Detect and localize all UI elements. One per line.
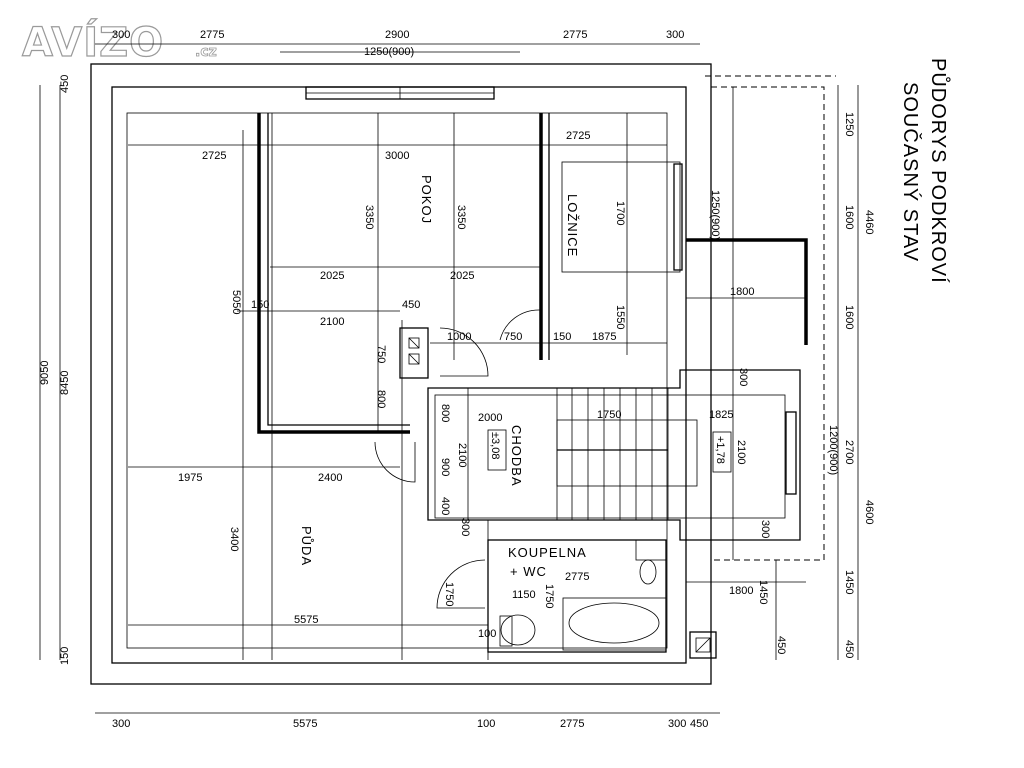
label-chodba: CHODBA [509,425,524,487]
avizo-logo: AVÍZO .cz [21,17,217,66]
dimension-label: 9050 [39,361,51,385]
loznice-frame [561,161,808,345]
label-loznice: LOŽNICE [565,194,580,257]
dimension-label: 2400 [318,472,342,484]
label-pokoj: POKOJ [419,175,434,224]
dimension-label: 1550 [614,305,626,329]
doors [374,309,541,609]
dimension-label: 1000 [447,331,471,343]
dimension-label: 3000 [385,150,409,162]
dimension-label: 100 [478,628,496,640]
dimension-label: 150 [59,647,71,665]
dimension-label: 2725 [202,150,226,162]
dimension-label: 300 [668,718,686,730]
dimension-label: 1800 [729,585,753,597]
staircase [556,388,698,520]
dimension-label: 300 [112,29,130,41]
dimension-label: 450 [402,299,420,311]
title-line-2: SOUČASNÝ STAV [899,82,922,262]
dimension-label: 1450 [843,570,855,594]
dimension-label: 1700 [614,201,626,225]
dimension-label: 450 [690,718,708,730]
logo-suffix: .cz [195,44,217,60]
dimension-label: 2775 [560,718,584,730]
logo-text: AVÍZO [22,18,164,66]
dimension-label: 450 [775,636,787,654]
dimension-label: 5575 [293,718,317,730]
dimension-label: 5050 [230,290,242,314]
dimension-label: 2100 [735,440,747,464]
dimension-label: 1250(900) [709,190,721,240]
dimension-label: 150 [553,331,571,343]
label-puda: PŮDA [299,526,314,566]
dimension-label: 2725 [566,130,590,142]
dimension-label: 5575 [294,614,318,626]
dimension-label: 2900 [385,29,409,41]
level-right: +1,78 [714,436,726,464]
dimension-label: 1250(900) [364,46,414,58]
chodba-core [399,327,801,541]
label-wc: + WC [510,564,547,579]
dimension-label: 2775 [200,29,224,41]
dimension-label: 1600 [843,305,855,329]
top-dimensions: 300 2775 2900 2775 300 1250(900) [112,29,684,58]
dimension-lines [39,43,859,714]
dimension-label: 8450 [59,371,71,395]
dimension-label: 1975 [178,472,202,484]
dimension-label: 2700 [843,440,855,464]
dimension-label: 450 [843,640,855,658]
dimension-label: 1750 [597,409,621,421]
dimension-label: 3350 [363,205,375,229]
chimney [689,631,717,659]
dimension-label: 2100 [456,443,468,467]
dimension-label: 4460 [863,210,875,234]
top-window [305,86,495,100]
inner-dimensions: 2725 3000 2725 3350 3350 1700 2025 2025 … [178,130,787,654]
dimension-label: 4600 [863,500,875,524]
bottom-dimensions: 300 5575 100 2775 300 450 [112,718,708,730]
dimension-label: 800 [439,404,451,422]
dimension-label: 2025 [320,270,344,282]
dimension-label: 800 [375,390,387,408]
dimension-label: 1150 [512,589,536,601]
dimension-label: 300 [737,368,749,386]
dimension-label: 1200(900) [827,425,839,475]
dimension-label: 2025 [450,270,474,282]
dimension-label: 2775 [563,29,587,41]
partitions [271,113,628,660]
label-koupelna: KOUPELNA [508,545,587,560]
right-dimensions: 1250 1600 1600 2700 1450 450 4460 4600 1… [709,112,875,658]
dimension-label: 900 [439,458,451,476]
dimension-label: 2000 [478,412,502,424]
dimension-label: 3350 [455,205,467,229]
dimension-label: 400 [439,497,451,515]
dimension-label: 750 [504,331,522,343]
pokoj-walls [257,113,550,434]
dimension-label: 750 [375,345,387,363]
dimension-label: 300 [112,718,130,730]
title-line-1: PŮDORYS PODKROVÍ [927,58,951,284]
dimension-label: 100 [477,718,495,730]
dimension-label: 1825 [709,409,733,421]
dimension-label: 1875 [592,331,616,343]
dimension-label: 1250 [843,112,855,136]
dimension-label: 300 [759,520,771,538]
dimension-label: 2100 [320,316,344,328]
dimension-label: 3400 [228,527,240,551]
dimension-label: 1750 [543,584,555,608]
dimension-label: 1600 [843,205,855,229]
dimension-label: 1800 [730,286,754,298]
level-chodba: ±3,08 [489,432,501,459]
dimension-label: 1450 [757,580,769,604]
dimension-label: 300 [666,29,684,41]
dimension-label: 450 [59,75,71,93]
left-dimensions: 450 9050 8450 150 5050 [39,75,242,665]
dimension-label: 150 [251,299,269,311]
dimension-label: 2775 [565,571,589,583]
dimension-label: 1750 [443,582,455,606]
plan-title: PŮDORYS PODKROVÍ SOUČASNÝ STAV [899,58,951,284]
dimension-label: 300 [459,518,471,536]
room-labels: POKOJ LOŽNICE CHODBA PŮDA KOUPELNA + WC … [299,175,732,579]
